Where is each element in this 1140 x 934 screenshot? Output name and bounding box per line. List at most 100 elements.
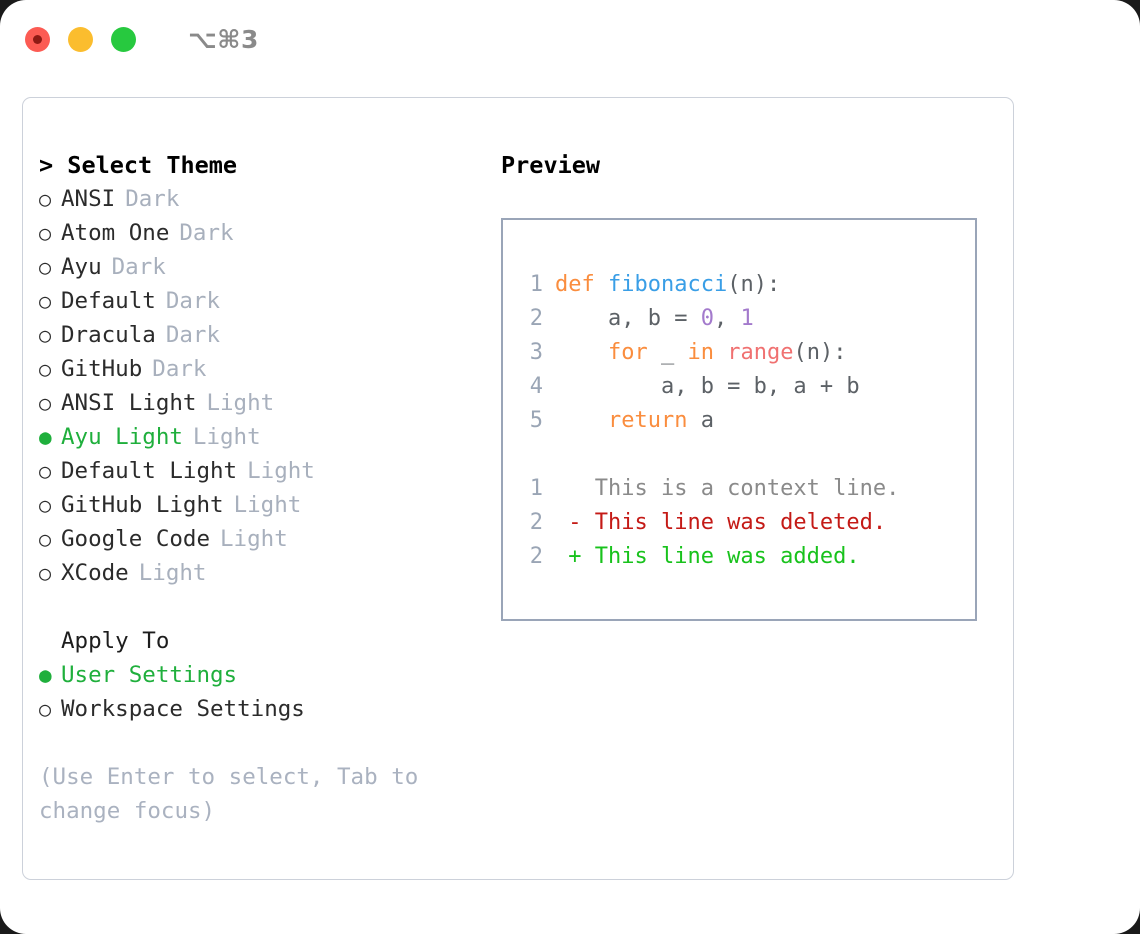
apply-to-list[interactable]: ● User Settings ○ Workspace Settings bbox=[39, 658, 479, 726]
code-token: in bbox=[687, 340, 714, 365]
apply-to-label: User Settings bbox=[61, 662, 238, 688]
traffic-lights bbox=[25, 26, 136, 52]
theme-list-item[interactable]: ○ Dracula Dark bbox=[39, 318, 479, 352]
code-diff-gap bbox=[517, 438, 975, 472]
code-token: (n): bbox=[727, 272, 781, 297]
theme-list-item[interactable]: ○ ANSI Dark bbox=[39, 182, 479, 216]
diff-line: 1 This is a context line. bbox=[517, 472, 975, 506]
code-token: This is a context line. bbox=[555, 476, 900, 501]
radio-selected-icon[interactable]: ● bbox=[39, 663, 52, 687]
code-token: def bbox=[555, 272, 608, 297]
line-content: + This line was added. bbox=[555, 540, 859, 574]
diff-line: 2 - This line was deleted. bbox=[517, 506, 975, 540]
close-button-icon[interactable] bbox=[25, 26, 50, 52]
radio-unselected-icon[interactable]: ○ bbox=[39, 289, 52, 313]
apply-to-item[interactable]: ○ Workspace Settings bbox=[39, 692, 479, 726]
title-bar: ⌥⌘3 bbox=[0, 0, 1140, 78]
line-content: This is a context line. bbox=[555, 472, 900, 506]
list-gap bbox=[39, 590, 479, 624]
theme-list-item[interactable]: ○ GitHub Light Light bbox=[39, 488, 479, 522]
line-number: 5 bbox=[529, 408, 543, 433]
select-theme-header: > Select Theme bbox=[39, 151, 238, 179]
line-content: - This line was deleted. bbox=[555, 506, 886, 540]
theme-list-item[interactable]: ○ Google Code Light bbox=[39, 522, 479, 556]
theme-list-item[interactable]: ○ Default Light Light bbox=[39, 454, 479, 488]
theme-variant-tag: Light bbox=[247, 458, 315, 484]
code-token: 1 bbox=[740, 306, 754, 331]
radio-unselected-icon[interactable]: ○ bbox=[39, 493, 52, 517]
radio-unselected-icon[interactable]: ○ bbox=[39, 323, 52, 347]
code-line: 2 a, b = 0, 1 bbox=[517, 302, 975, 336]
code-token: a, b = b, a + b bbox=[555, 374, 860, 399]
apply-to-label: Workspace Settings bbox=[61, 696, 305, 722]
theme-variant-tag: Dark bbox=[125, 186, 180, 212]
theme-name: Dracula bbox=[61, 322, 156, 348]
theme-variant-tag: Light bbox=[220, 526, 288, 552]
code-token: - This line was deleted. bbox=[555, 510, 887, 535]
theme-variant-tag: Dark bbox=[165, 322, 221, 348]
code-token bbox=[555, 340, 608, 365]
radio-unselected-icon[interactable]: ○ bbox=[39, 527, 52, 551]
code-token: , bbox=[713, 306, 741, 331]
code-token: fibonacci bbox=[607, 272, 728, 297]
line-number: 4 bbox=[529, 374, 543, 399]
theme-name: Default Light bbox=[61, 458, 238, 484]
radio-unselected-icon[interactable]: ○ bbox=[39, 221, 52, 245]
theme-variant-tag: Light bbox=[233, 492, 302, 518]
radio-unselected-icon[interactable]: ○ bbox=[39, 561, 52, 585]
code-token bbox=[555, 408, 608, 433]
line-number: 2 bbox=[529, 306, 543, 331]
apply-to-header-label: Apply To bbox=[61, 628, 170, 654]
window-title: ⌥⌘3 bbox=[188, 24, 259, 54]
code-token: range bbox=[727, 340, 794, 365]
keyboard-hint: (Use Enter to select, Tab to change focu… bbox=[39, 764, 419, 824]
theme-list-item[interactable]: ○ Default Dark bbox=[39, 284, 479, 318]
diff-line: 2 + This line was added. bbox=[517, 540, 975, 574]
apply-to-header-indent: ○ bbox=[39, 624, 61, 658]
line-content: def fibonacci(n): bbox=[555, 268, 780, 302]
apply-to-item[interactable]: ● User Settings bbox=[39, 658, 479, 692]
code-token bbox=[714, 340, 727, 365]
theme-name: Default bbox=[61, 288, 156, 314]
minimize-button-icon[interactable] bbox=[68, 26, 93, 52]
theme-variant-tag: Light bbox=[138, 560, 207, 586]
theme-name: GitHub Light bbox=[61, 492, 224, 518]
line-number: 1 bbox=[529, 476, 543, 501]
theme-variant-tag: Dark bbox=[152, 356, 207, 382]
preview-title: Preview bbox=[501, 151, 601, 179]
radio-unselected-icon[interactable]: ○ bbox=[39, 187, 52, 211]
code-token: 0 bbox=[700, 306, 714, 331]
radio-unselected-icon[interactable]: ○ bbox=[39, 391, 52, 415]
code-line: 5 return a bbox=[517, 404, 975, 438]
line-content: return a bbox=[555, 404, 714, 438]
radio-selected-icon[interactable]: ● bbox=[39, 425, 52, 449]
radio-unselected-icon[interactable]: ○ bbox=[39, 697, 52, 721]
radio-unselected-icon[interactable]: ○ bbox=[39, 255, 52, 279]
maximize-button-icon[interactable] bbox=[111, 26, 136, 52]
radio-unselected-icon[interactable]: ○ bbox=[39, 459, 52, 483]
code-token: return bbox=[607, 408, 688, 433]
line-number: 2 bbox=[529, 510, 543, 535]
theme-variant-tag: Light bbox=[206, 390, 275, 416]
theme-list-item[interactable]: ○ ANSI Light Light bbox=[39, 386, 479, 420]
radio-unselected-icon[interactable]: ○ bbox=[39, 357, 52, 381]
theme-variant-tag: Dark bbox=[165, 288, 221, 314]
theme-name: ANSI Light bbox=[61, 390, 197, 416]
code-token: (n): bbox=[793, 340, 847, 365]
theme-name: Google Code bbox=[61, 526, 211, 552]
theme-name: ANSI bbox=[61, 186, 116, 212]
theme-name: Ayu bbox=[61, 254, 102, 280]
apply-to-header: ○ Apply To bbox=[39, 624, 479, 658]
line-content: a, b = 0, 1 bbox=[555, 302, 754, 336]
theme-name: Ayu Light bbox=[61, 424, 183, 450]
